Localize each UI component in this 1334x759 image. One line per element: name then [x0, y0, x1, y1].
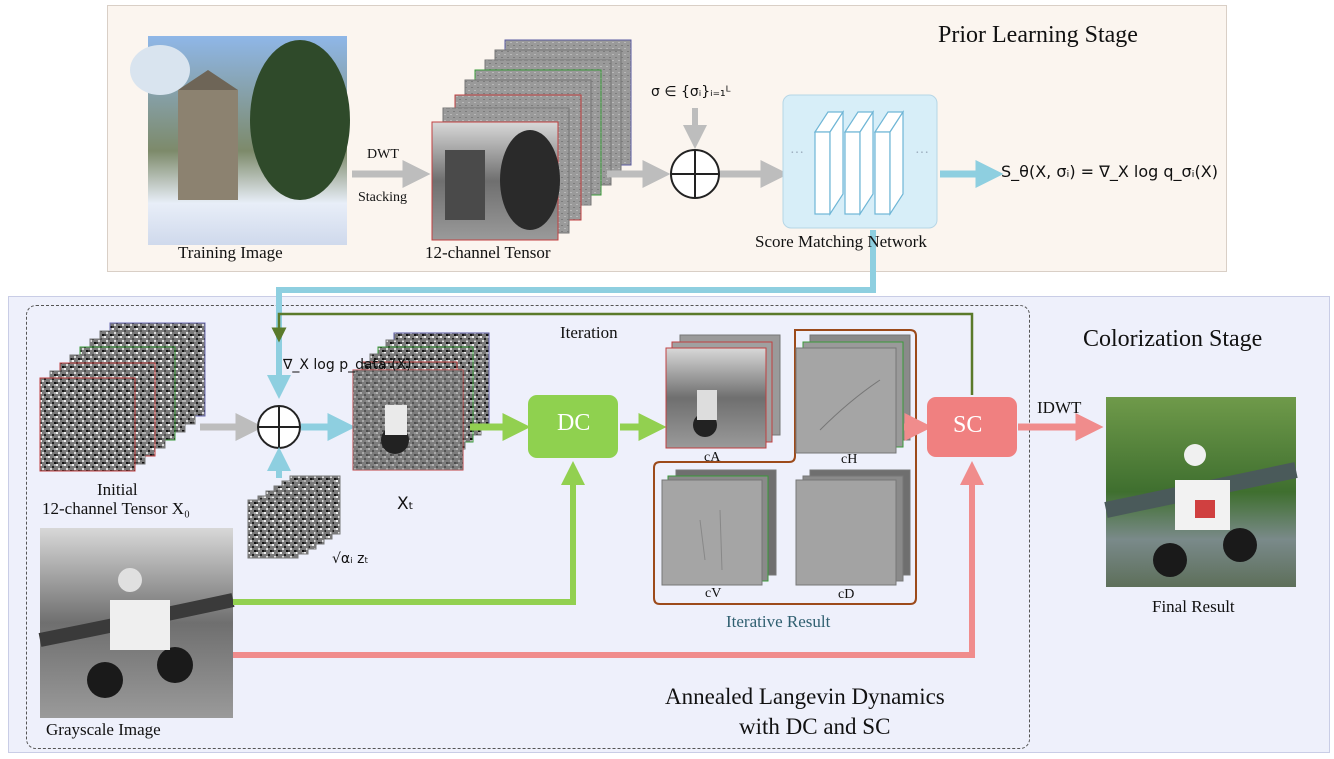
algorithm-label-line2: with DC and SC [739, 714, 891, 739]
training-image-caption: Training Image [178, 243, 283, 262]
algorithm-label-line1: Annealed Langevin Dynamics [665, 684, 945, 709]
dc-box [528, 395, 618, 458]
network-dots-left: ··· [790, 146, 804, 161]
cv-stack [661, 469, 777, 586]
annealed-dynamics-box [26, 305, 1030, 749]
ca-label: cA [704, 450, 721, 465]
tensor-stack-prior [431, 39, 632, 241]
network-caption: Score Matching Network [755, 232, 927, 251]
final-result-caption: Final Result [1152, 597, 1235, 616]
xt-stack [352, 332, 490, 471]
xt-label: Xₜ [397, 494, 414, 514]
ch-label: cH [841, 452, 858, 467]
stacking-label: Stacking [358, 190, 407, 205]
score-matching-network [782, 94, 938, 229]
grayscale-image [38, 528, 235, 718]
iterative-result-outline [653, 329, 917, 605]
initial-tensor-caption-line1: Initial [97, 480, 138, 499]
sc-label: SC [953, 412, 983, 438]
prior-stage-title: Prior Learning Stage [938, 22, 1138, 48]
grayscale-to-sc-line [233, 461, 984, 658]
grayscale-caption: Grayscale Image [46, 720, 161, 739]
sigma-set-label: σ ∈ {σᵢ}ᵢ₌₁ᴸ [651, 84, 731, 100]
final-result-image [1104, 397, 1298, 587]
iterative-result-caption: Iterative Result [726, 612, 831, 631]
sum-node-prior [670, 149, 720, 199]
ch-stack [795, 334, 911, 454]
prior-tensor-caption: 12-channel Tensor [425, 243, 551, 262]
dc-label: DC [557, 410, 591, 436]
iteration-feedback-line [271, 312, 974, 395]
initial-noise-tensor [39, 322, 206, 472]
idwt-label: IDWT [1037, 398, 1082, 417]
gradient-label: ∇_X log p_data (X) [283, 357, 412, 373]
sum-node-colorization [257, 405, 301, 449]
initial-tensor-caption-line2: 12-channel Tensor X₀ [42, 499, 190, 518]
noise-zt-stack [247, 475, 341, 559]
noise-zt-label: √αᵢ zₜ [332, 551, 369, 567]
ca-stack [665, 334, 781, 449]
cd-stack [795, 469, 911, 586]
cv-label: cV [705, 586, 722, 601]
colorization-stage-title: Colorization Stage [1083, 326, 1263, 352]
grayscale-to-dc-line [233, 461, 585, 605]
network-dots-right: ··· [915, 146, 929, 161]
iteration-label: Iteration [560, 323, 618, 342]
dwt-label: DWT [367, 147, 399, 162]
training-image [130, 36, 350, 245]
score-output-formula: S_θ(X, σᵢ) = ∇_X log q_σᵢ(X) [1001, 162, 1218, 181]
sc-box [927, 397, 1017, 457]
cd-label: cD [838, 587, 855, 602]
